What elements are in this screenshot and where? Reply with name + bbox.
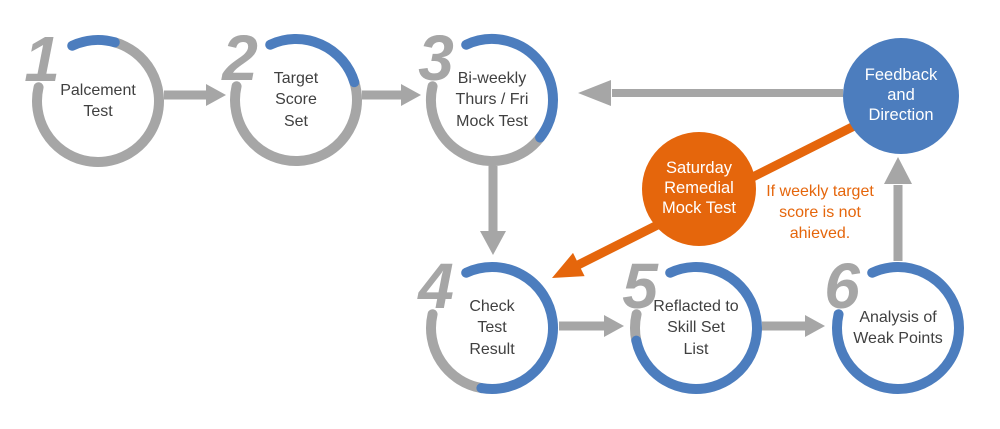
step-5-progress-ring: [630, 262, 762, 394]
step-2-node: 2 Target Score Set: [221, 25, 371, 175]
step-4-node: 4 Check Test Result: [417, 253, 567, 403]
step-5-label: Reflacted to Skill Set List: [653, 298, 739, 358]
arrow-step4-to-step5: [559, 315, 624, 337]
step-5-node: 5 Reflacted to Skill Set List: [621, 253, 771, 403]
step-4-number: 4: [418, 250, 454, 322]
step-4-progress-ring: [426, 262, 558, 394]
arrow-step6-to-feedback: [884, 157, 912, 261]
step-3-label: Bi-weekly Thurs / Fri Mock Test: [455, 70, 529, 130]
arrow-feedback-to-step3: [578, 80, 843, 106]
feedback-direction-node: Feedback and Direction: [843, 38, 959, 154]
arrow-step1-to-step2: [164, 84, 226, 106]
feedback-direction-label: Feedback and Direction: [864, 66, 938, 124]
saturday-remedial-label: Saturday Remedial Mock Test: [662, 159, 736, 217]
step-5-number: 5: [622, 250, 658, 322]
step-2-label: Target Score Set: [273, 70, 319, 130]
step-6-progress-ring: [832, 262, 964, 395]
step-1-progress-ring: [32, 35, 164, 167]
step-3-progress-ring: [426, 34, 558, 166]
arrow-step5-to-step6: [762, 315, 825, 337]
step-6-label: Analysis of Weak Points: [853, 308, 943, 347]
step-2-progress-ring: [230, 34, 362, 166]
step-6-number: 6: [824, 250, 860, 322]
arrow-step2-to-step3: [362, 84, 421, 106]
step-4-label: Check Test Result: [469, 298, 515, 358]
step-1-number: 1: [24, 23, 60, 95]
step-2-number: 2: [222, 22, 258, 94]
step-1-label: Palcement Test: [60, 81, 136, 120]
condition-note: If weekly target score is not ahieved.: [766, 183, 874, 242]
step-6-node: 6 Analysis of Weak Points: [823, 253, 973, 403]
saturday-remedial-node: Saturday Remedial Mock Test: [642, 132, 756, 246]
step-1-node: 1 Palcement Test: [23, 26, 173, 176]
step-3-number: 3: [418, 22, 454, 94]
arrow-step3-to-step4: [480, 166, 506, 255]
step-3-node: 3 Bi-weekly Thurs / Fri Mock Test: [417, 25, 567, 175]
